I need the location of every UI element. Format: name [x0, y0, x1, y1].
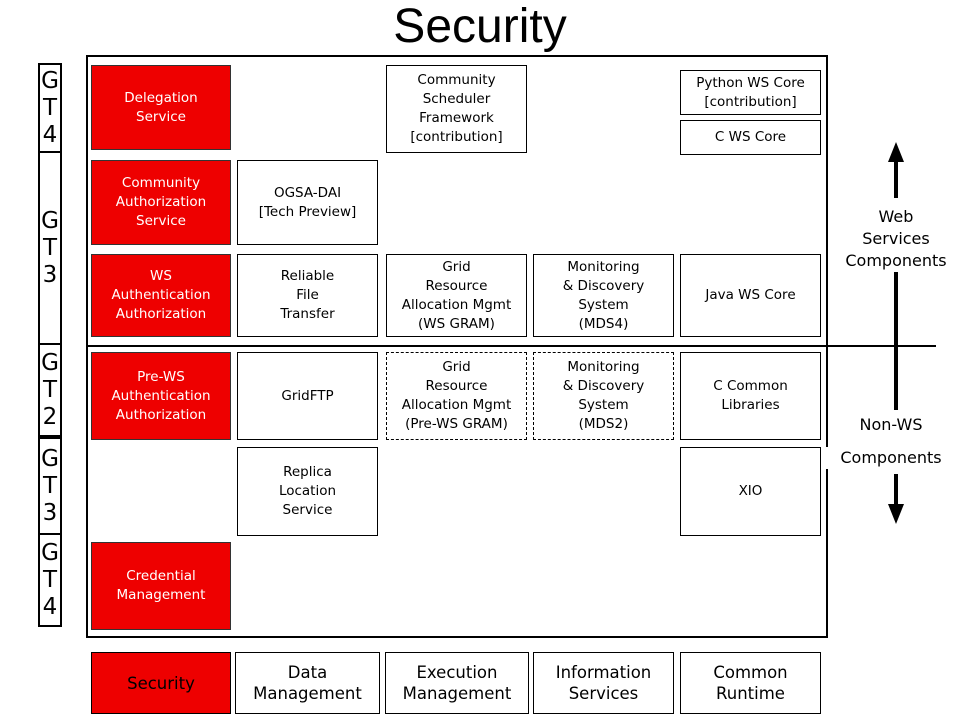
- gt4-label-top: G T 4: [38, 63, 62, 153]
- c-ws-core-box: C WS Core: [680, 120, 821, 155]
- information-services-category: Information Services: [533, 652, 674, 714]
- gt-char: T: [42, 472, 58, 499]
- components-label: Components: [826, 447, 956, 469]
- non-ws-label: Non-WS: [836, 414, 946, 436]
- gt-char: T: [42, 376, 58, 403]
- gt2-label: G T 2: [38, 343, 62, 437]
- java-ws-core-box: Java WS Core: [680, 254, 821, 337]
- down-arrow-head: [888, 504, 904, 524]
- gram-pre-ws-box: Grid Resource Allocation Mgmt (Pre-WS GR…: [386, 352, 527, 440]
- gt3-label-bottom: G T 3: [38, 437, 62, 535]
- gt4-label-bottom: G T 4: [38, 533, 62, 627]
- gt3-label-top: G T 3: [38, 151, 62, 345]
- gt-char: 4: [42, 121, 58, 148]
- mds2-box: Monitoring & Discovery System (MDS2): [533, 352, 674, 440]
- page-title: Security: [393, 0, 567, 53]
- reliable-file-transfer-box: Reliable File Transfer: [237, 254, 378, 337]
- gt-char: 2: [42, 403, 58, 430]
- gt-char: T: [42, 234, 58, 261]
- mds4-box: Monitoring & Discovery System (MDS4): [533, 254, 674, 337]
- common-runtime-category: Common Runtime: [680, 652, 821, 714]
- xio-box: XIO: [680, 447, 821, 536]
- delegation-service-box: Delegation Service: [91, 65, 231, 150]
- python-ws-core-box: Python WS Core [contribution]: [680, 70, 821, 115]
- gt-char: 4: [42, 593, 58, 620]
- security-category: Security: [91, 652, 231, 714]
- ogsa-dai-box: OGSA-DAI [Tech Preview]: [237, 160, 378, 245]
- c-common-libraries-box: C Common Libraries: [680, 352, 821, 440]
- ws-authentication-authorization-box: WS Authentication Authorization: [91, 254, 231, 337]
- gt-char: T: [42, 566, 58, 593]
- gt-char: G: [41, 207, 59, 234]
- gt-char: G: [41, 539, 59, 566]
- gt-char: G: [41, 67, 59, 94]
- community-authorization-service-box: Community Authorization Service: [91, 160, 231, 245]
- ws-divider-line: [86, 345, 936, 347]
- gt-char: G: [41, 445, 59, 472]
- gt-char: 3: [42, 499, 58, 526]
- pre-ws-authentication-authorization-box: Pre-WS Authentication Authorization: [91, 352, 231, 440]
- gram-ws-box: Grid Resource Allocation Mgmt (WS GRAM): [386, 254, 527, 337]
- community-scheduler-framework-box: Community Scheduler Framework [contribut…: [386, 65, 527, 153]
- up-arrow-head: [888, 142, 904, 162]
- gt-char: T: [42, 94, 58, 121]
- web-services-components-label: Web Services Components: [836, 206, 956, 272]
- gt-char: G: [41, 349, 59, 376]
- execution-management-category: Execution Management: [385, 652, 529, 714]
- credential-management-box: Credential Management: [91, 542, 231, 630]
- gridftp-box: GridFTP: [237, 352, 378, 440]
- data-management-category: Data Management: [235, 652, 380, 714]
- replica-location-service-box: Replica Location Service: [237, 447, 378, 536]
- gt-char: 3: [42, 261, 58, 288]
